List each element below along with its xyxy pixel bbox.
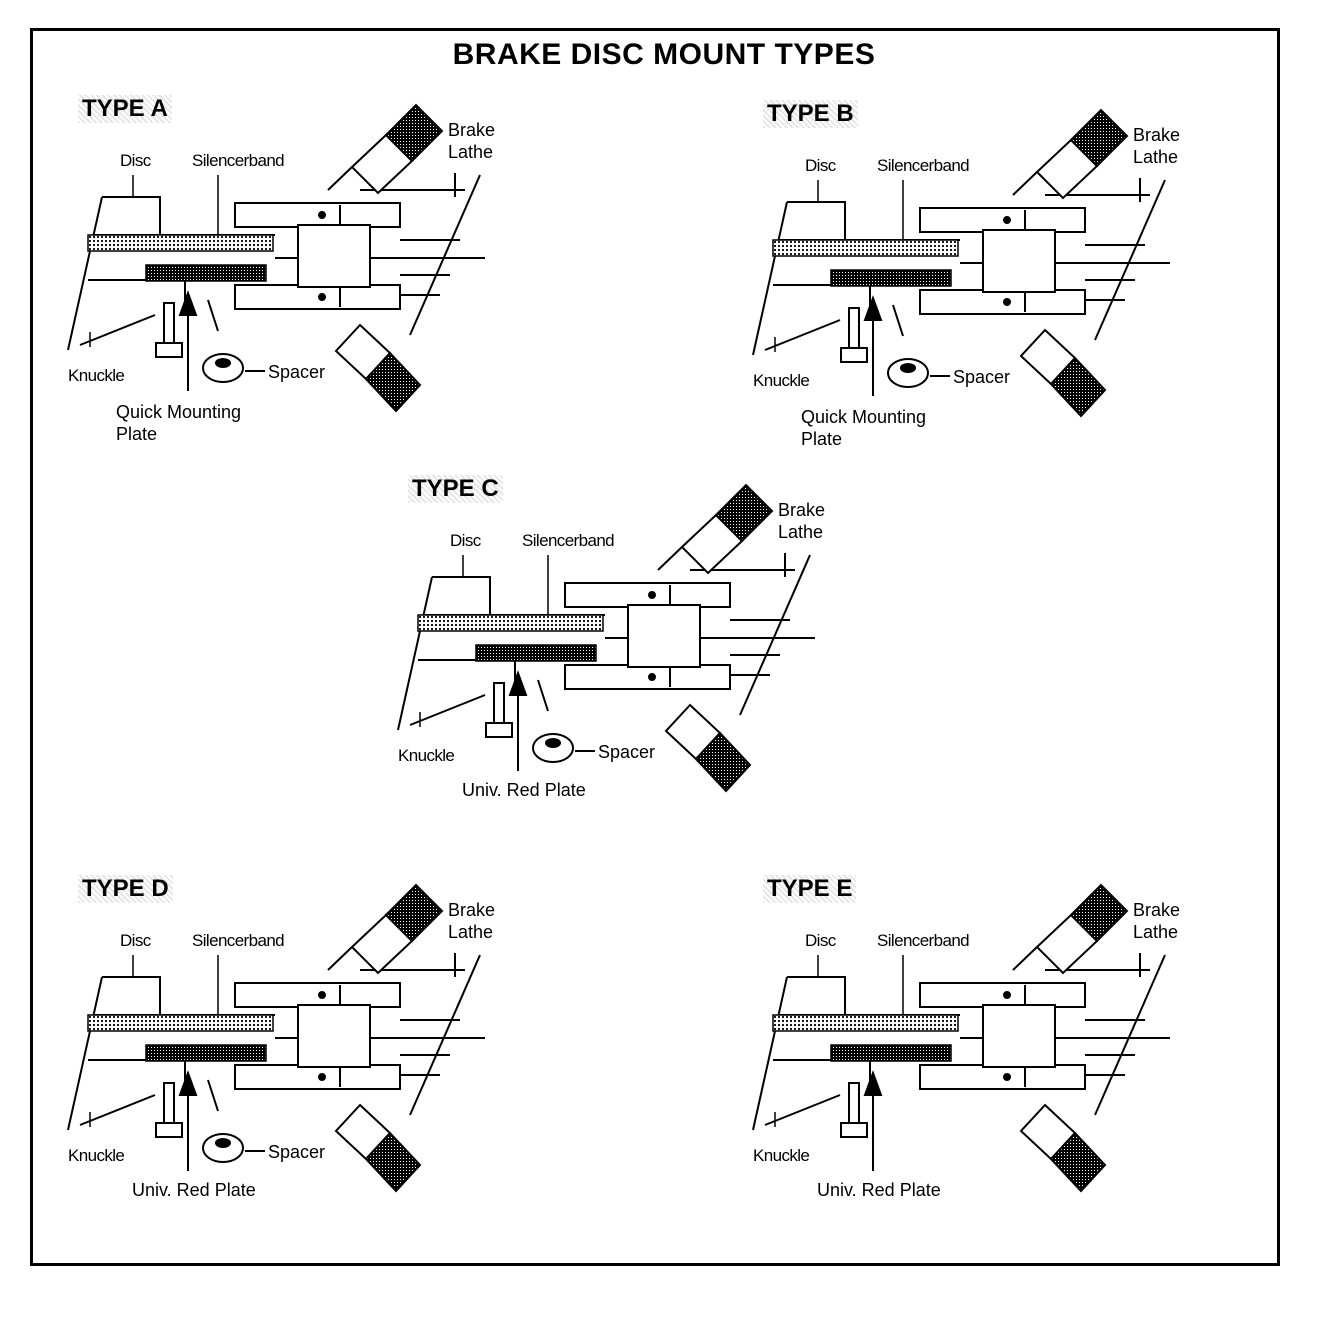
diagram-title: BRAKE DISC MOUNT TYPES bbox=[452, 38, 876, 71]
spacer-washer bbox=[202, 299, 265, 383]
knuckle-bolt bbox=[155, 302, 183, 358]
upper-adjuster-knob bbox=[1012, 883, 1129, 975]
type-label: TYPE D bbox=[78, 875, 173, 903]
disc-label: Disc bbox=[120, 931, 151, 950]
mount-illustration bbox=[67, 103, 485, 413]
mount-illustration bbox=[752, 108, 1170, 418]
lathe-arbor bbox=[234, 202, 401, 310]
silencer-band bbox=[772, 239, 959, 257]
silencerband-label: Silencerband bbox=[192, 931, 285, 950]
silencerband-label: Silencerband bbox=[522, 531, 615, 550]
knuckle-bolt bbox=[155, 1082, 183, 1138]
knuckle-label: Knuckle bbox=[68, 1146, 125, 1165]
disc-label: Disc bbox=[805, 156, 836, 175]
lathe-arbor bbox=[919, 982, 1086, 1090]
leader-lines bbox=[774, 955, 904, 1127]
spacer-label: Spacer bbox=[268, 362, 326, 382]
lower-adjuster-knob bbox=[1019, 1103, 1107, 1193]
leader-lines bbox=[89, 955, 219, 1127]
mounting-plate bbox=[145, 1044, 267, 1062]
upper-adjuster-knob bbox=[657, 483, 774, 575]
spacer-label: Spacer bbox=[268, 1142, 326, 1162]
silencer-band bbox=[87, 234, 274, 252]
silencerband-label: Silencerband bbox=[192, 151, 285, 170]
mounting-plate-label: Univ. Red Plate bbox=[817, 1180, 941, 1200]
plate-arrow bbox=[178, 290, 198, 391]
disc-label: Disc bbox=[450, 531, 481, 550]
mount-illustration bbox=[752, 883, 1170, 1193]
plate-arrow bbox=[863, 1070, 883, 1171]
plate-arrow bbox=[508, 670, 528, 771]
mounting-plate bbox=[830, 1044, 952, 1062]
mounting-plate bbox=[830, 269, 952, 287]
plate-arrow bbox=[178, 1070, 198, 1171]
spacer-label: Spacer bbox=[598, 742, 656, 762]
knuckle-label: Knuckle bbox=[753, 1146, 810, 1165]
leader-lines bbox=[774, 180, 904, 352]
mount-illustration bbox=[397, 483, 815, 793]
silencerband-label: Silencerband bbox=[877, 156, 970, 175]
mounting-plate-label: Univ. Red Plate bbox=[462, 780, 586, 800]
upper-adjuster-knob bbox=[1012, 108, 1129, 200]
knuckle-label: Knuckle bbox=[398, 746, 455, 765]
mounting-plate bbox=[145, 264, 267, 282]
spacer-washer bbox=[202, 1079, 265, 1163]
type-label: TYPE E bbox=[763, 875, 857, 903]
lathe-body bbox=[1045, 178, 1166, 341]
lower-adjuster-knob bbox=[334, 1103, 422, 1193]
lower-adjuster-knob bbox=[334, 323, 422, 413]
type-label: TYPE C bbox=[408, 475, 503, 503]
spacer-label: Spacer bbox=[953, 367, 1011, 387]
type-label: TYPE A bbox=[78, 95, 172, 123]
knuckle-label: Knuckle bbox=[68, 366, 125, 385]
knuckle-label: Knuckle bbox=[753, 371, 810, 390]
upper-adjuster-knob bbox=[327, 103, 444, 195]
knuckle-bolt bbox=[840, 307, 868, 363]
silencer-band bbox=[417, 614, 604, 632]
leader-lines bbox=[89, 175, 219, 347]
mounting-plate bbox=[475, 644, 597, 662]
lathe-body bbox=[360, 173, 481, 336]
spacer-washer bbox=[532, 679, 595, 763]
upper-adjuster-knob bbox=[327, 883, 444, 975]
mounting-plate-label: Univ. Red Plate bbox=[132, 1180, 256, 1200]
silencerband-label: Silencerband bbox=[877, 931, 970, 950]
knuckle-bolt bbox=[840, 1082, 868, 1138]
lower-adjuster-knob bbox=[1019, 328, 1107, 418]
leader-lines bbox=[419, 555, 549, 727]
lathe-body bbox=[690, 553, 811, 716]
silencer-band bbox=[87, 1014, 274, 1032]
lower-adjuster-knob bbox=[664, 703, 752, 793]
spacer-washer bbox=[887, 304, 950, 388]
lathe-arbor bbox=[919, 207, 1086, 315]
silencer-band bbox=[772, 1014, 959, 1032]
plate-arrow bbox=[863, 295, 883, 396]
disc-label: Disc bbox=[120, 151, 151, 170]
type-label: TYPE B bbox=[763, 100, 858, 128]
diagram-frame bbox=[30, 28, 1280, 1266]
lathe-arbor bbox=[564, 582, 731, 690]
lathe-body bbox=[360, 953, 481, 1116]
disc-label: Disc bbox=[805, 931, 836, 950]
knuckle-bolt bbox=[485, 682, 513, 738]
lathe-body bbox=[1045, 953, 1166, 1116]
lathe-arbor bbox=[234, 982, 401, 1090]
mount-illustration bbox=[67, 883, 485, 1193]
